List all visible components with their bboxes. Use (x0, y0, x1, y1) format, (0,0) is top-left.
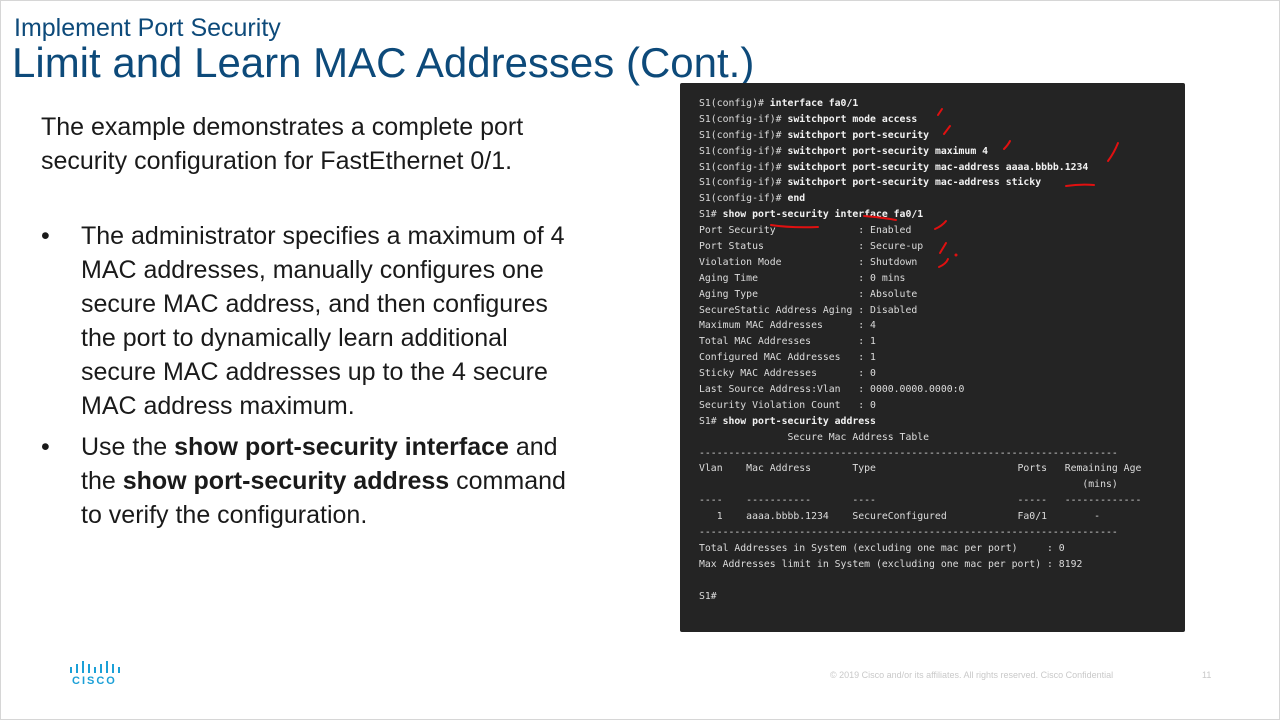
terminal-line-text: Sticky MAC Addresses : 0 (699, 368, 876, 380)
terminal-line-text: Security Violation Count : 0 (699, 399, 876, 411)
bullet-item-2: • Use the show port-security interface a… (41, 430, 581, 532)
intro-paragraph: The example demonstrates a complete port… (41, 113, 524, 175)
terminal-line: S1# show port-security interface fa0/1 (699, 207, 1141, 223)
terminal-line-text: Port Status : Secure-up (699, 241, 924, 253)
slide-title: Limit and Learn MAC Addresses (Cont.) (12, 39, 755, 86)
bullet-list: • The administrator specifies a maximum … (41, 219, 581, 539)
terminal-line: Maximum MAC Addresses : 4 (699, 318, 1141, 334)
terminal-command: switchport port-security maximum 4 (787, 145, 989, 157)
terminal-line-text: S1(config-if)# (699, 113, 788, 125)
terminal-line: Aging Type : Absolute (699, 287, 1141, 303)
terminal-line: S1(config-if)# switchport port-security … (699, 175, 1141, 191)
terminal-line: Aging Time : 0 mins (699, 271, 1141, 287)
terminal-line-text: Configured MAC Addresses : 1 (699, 352, 876, 364)
terminal-line-text: Port Security : Enabled (699, 225, 912, 237)
terminal-line: Port Security : Enabled (699, 223, 1141, 239)
terminal-line: S1(config-if)# switchport mode access (699, 112, 1141, 128)
terminal-line-text: Aging Type : Absolute (699, 288, 918, 300)
terminal-line-text: Maximum MAC Addresses : 4 (699, 320, 876, 332)
terminal-line-text: 1 aaaa.bbbb.1234 SecureConfigured Fa0/1 … (699, 511, 1101, 523)
bullet-2-command-1: show port-security interface (174, 433, 509, 461)
terminal-line-text: SecureStatic Address Aging : Disabled (699, 304, 918, 316)
terminal-command: end (787, 193, 806, 205)
terminal-line-text: Total MAC Addresses : 1 (699, 336, 876, 348)
terminal-line: S1(config)# interface fa0/1 (699, 96, 1141, 112)
terminal-line: Total MAC Addresses : 1 (699, 334, 1141, 350)
terminal-line-text: Total Addresses in System (excluding one… (699, 542, 1065, 554)
terminal-line-text: S1(config-if)# (699, 193, 788, 205)
terminal-line-text: S1(config-if)# (699, 177, 788, 189)
bullet-2-text-3: command to verify the configuration. (81, 467, 566, 529)
terminal-line: Secure Mac Address Table (699, 430, 1141, 446)
bullet-2-text-1: Use the (81, 433, 175, 461)
terminal-line-text: Secure Mac Address Table (699, 431, 930, 443)
terminal-line: Max Addresses limit in System (excluding… (699, 557, 1141, 573)
terminal-line: S1(config-if)# switchport port-security … (699, 144, 1141, 160)
slide-kicker: Implement Port Security (14, 14, 281, 42)
page-number: 11 (1202, 670, 1212, 680)
terminal-line-text: S1(config-if)# (699, 129, 788, 141)
terminal-line-text: Violation Mode : Shutdown (699, 256, 918, 268)
terminal-line: SecureStatic Address Aging : Disabled (699, 303, 1141, 319)
cisco-logo-icon (70, 661, 120, 673)
terminal-line-text: S1(config)# (699, 98, 770, 109)
terminal-line: Sticky MAC Addresses : 0 (699, 366, 1141, 382)
terminal-line-text: Max Addresses limit in System (excluding… (699, 558, 1083, 570)
cisco-logo-text: CISCO (72, 675, 117, 687)
terminal-command: switchport port-security mac-address sti… (787, 177, 1042, 189)
bullet-dot: • (41, 222, 50, 250)
terminal-command: switchport mode access (787, 113, 918, 125)
terminal-line: Port Status : Secure-up (699, 239, 1141, 255)
terminal-command: show port-security address (722, 415, 876, 427)
terminal-line: ----------------------------------------… (699, 525, 1141, 541)
terminal-line-text: ---- ----------- ---- ----- ------------… (699, 495, 1142, 507)
terminal-line: ---- ----------- ---- ----- ------------… (699, 493, 1141, 509)
bullet-item-1: • The administrator specifies a maximum … (41, 219, 581, 423)
terminal-line: (mins) (699, 477, 1141, 493)
terminal-line-text: ----------------------------------------… (699, 447, 1118, 459)
terminal-line-text: S1# (699, 415, 723, 427)
terminal-line-text: S1(config-if)# (699, 161, 788, 173)
terminal-line: ----------------------------------------… (699, 446, 1141, 462)
bullet-1-text: The administrator specifies a maximum of… (81, 222, 565, 420)
terminal-line-text: S1(config-if)# (699, 145, 788, 157)
terminal-line: Vlan Mac Address Type Ports Remaining Ag… (699, 461, 1141, 477)
terminal-command: switchport port-security (787, 129, 930, 141)
terminal-line-text: S1# (699, 590, 717, 602)
terminal-command: show port-security interface fa0/1 (722, 209, 924, 221)
bullet-dot: • (41, 433, 50, 461)
terminal-line-text: Aging Time : 0 mins (699, 272, 906, 284)
terminal-line: S1(config-if)# switchport port-security … (699, 160, 1141, 176)
terminal-line (699, 573, 1141, 589)
terminal-line: S1# show port-security address (699, 414, 1141, 430)
bullet-2-text-2: and the (81, 433, 558, 495)
terminal-line: Configured MAC Addresses : 1 (699, 350, 1141, 366)
terminal-line: Total Addresses in System (excluding one… (699, 541, 1141, 557)
terminal-command: switchport port-security mac-address aaa… (787, 161, 1089, 173)
terminal-command: interface fa0/1 (769, 98, 859, 109)
terminal-line: Violation Mode : Shutdown (699, 255, 1141, 271)
terminal-line-text: Last Source Address:Vlan : 0000.0000.000… (699, 384, 965, 396)
terminal-line: S1# (699, 589, 1141, 605)
terminal-line: 1 aaaa.bbbb.1234 SecureConfigured Fa0/1 … (699, 509, 1141, 525)
terminal-line-text: ----------------------------------------… (699, 527, 1118, 539)
terminal-line-text: (mins) (699, 479, 1118, 491)
terminal-line: Last Source Address:Vlan : 0000.0000.000… (699, 382, 1141, 398)
bullet-2-command-2: show port-security address (122, 467, 450, 495)
terminal-line: S1(config-if)# end (699, 191, 1141, 207)
copyright-notice: © 2019 Cisco and/or its affiliates. All … (830, 670, 1114, 680)
terminal-line: Security Violation Count : 0 (699, 398, 1141, 414)
terminal-line-text: S1# (699, 209, 723, 221)
terminal-line-text: Vlan Mac Address Type Ports Remaining Ag… (699, 463, 1142, 475)
terminal-line: S1(config-if)# switchport port-security (699, 128, 1141, 144)
